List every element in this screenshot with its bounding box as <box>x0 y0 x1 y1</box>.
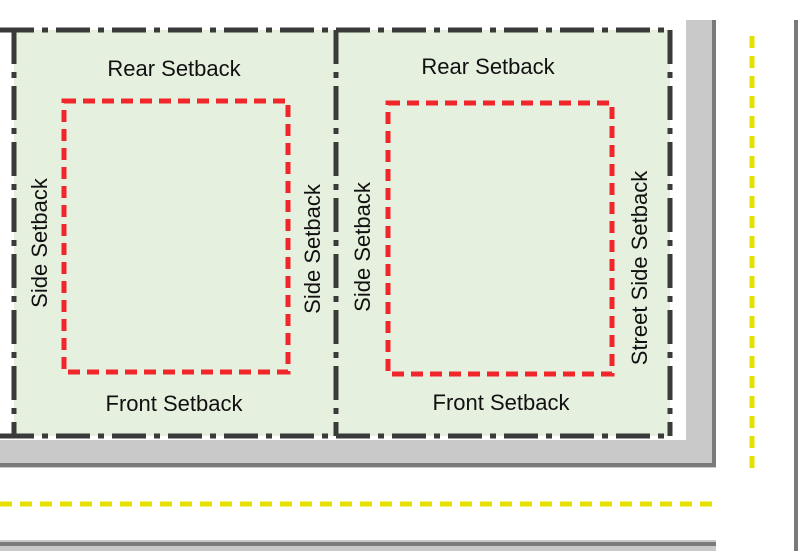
curb-band-right <box>686 20 716 468</box>
lot-fill-left <box>14 30 336 436</box>
street-side-setback-label: Street Side Setback <box>627 170 652 366</box>
side-setback-label: Side Setback <box>27 178 52 308</box>
front-setback-label: Front Setback <box>432 390 570 415</box>
front-setback-label: Front Setback <box>105 391 243 416</box>
rear-setback-label: Rear Setback <box>421 54 555 79</box>
rear-setback-label: Rear Setback <box>107 56 241 81</box>
side-setback-label: Side Setback <box>300 184 325 314</box>
side-setback-label: Side Setback <box>350 182 375 312</box>
